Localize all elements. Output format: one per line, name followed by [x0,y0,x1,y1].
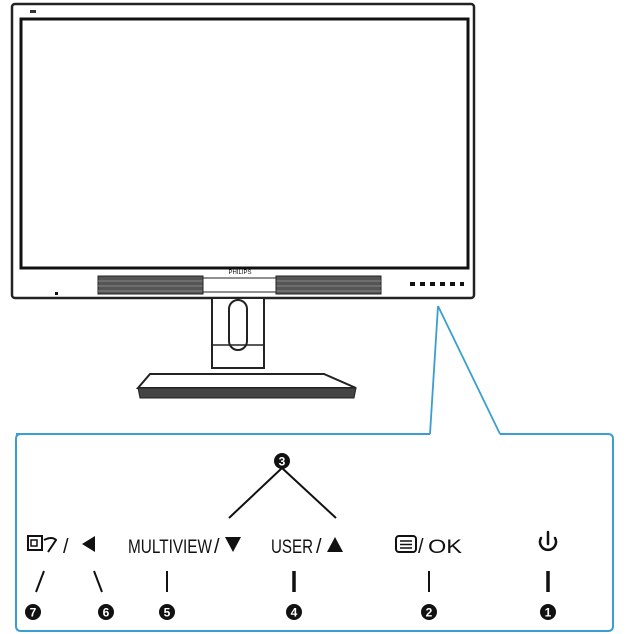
bracket-3 [228,467,337,519]
left-arrow-icon [82,536,95,552]
bezel-buttons [410,282,464,286]
marker-4: 4 [286,604,302,620]
ok-label: OK [428,537,462,558]
leader-7 [35,570,45,593]
callout-panel [15,433,614,632]
bezel-marker [55,292,58,295]
marker-5: 5 [159,604,175,620]
user-label: USER [271,537,313,558]
svg-text:4: 4 [291,606,298,620]
svg-text:3: 3 [279,455,286,469]
multiview-label: MULTIVIEW [128,537,212,558]
svg-text:2: 2 [426,606,433,620]
monitor-screen [19,17,470,270]
callout-connector [429,305,501,435]
slash-ok: / [418,536,424,558]
svg-text:1: 1 [545,606,552,620]
slash-6-7: / [63,536,69,558]
marker-1: 1 [540,604,556,620]
stand-slot [228,299,248,351]
svg-text:7: 7 [30,606,37,620]
svg-text:5: 5 [164,606,171,620]
power-icon [538,530,558,552]
leader-lines [35,570,550,593]
slash-multiview: / [214,536,220,558]
marker-2: 2 [421,604,437,620]
number-markers: 3 7 6 5 4 2 1 [25,453,556,620]
marker-7: 7 [25,604,41,620]
top-left-mark [30,10,36,13]
marker-6: 6 [98,604,114,620]
speaker-texture [98,280,381,292]
up-arrow-icon [327,537,343,552]
smartimage-icon [27,535,58,553]
slash-user: / [316,536,322,558]
marker-3: 3 [274,453,290,469]
stand-base-bottom [137,387,357,399]
monitor: PHILIPS [10,2,476,399]
down-arrow-icon [225,537,241,552]
svg-text:6: 6 [103,606,110,620]
logo-area [202,277,277,293]
menu-icon [395,535,417,553]
stand-base [135,373,357,389]
leader-6 [93,570,103,593]
brand-logo: PHILIPS [228,270,251,276]
